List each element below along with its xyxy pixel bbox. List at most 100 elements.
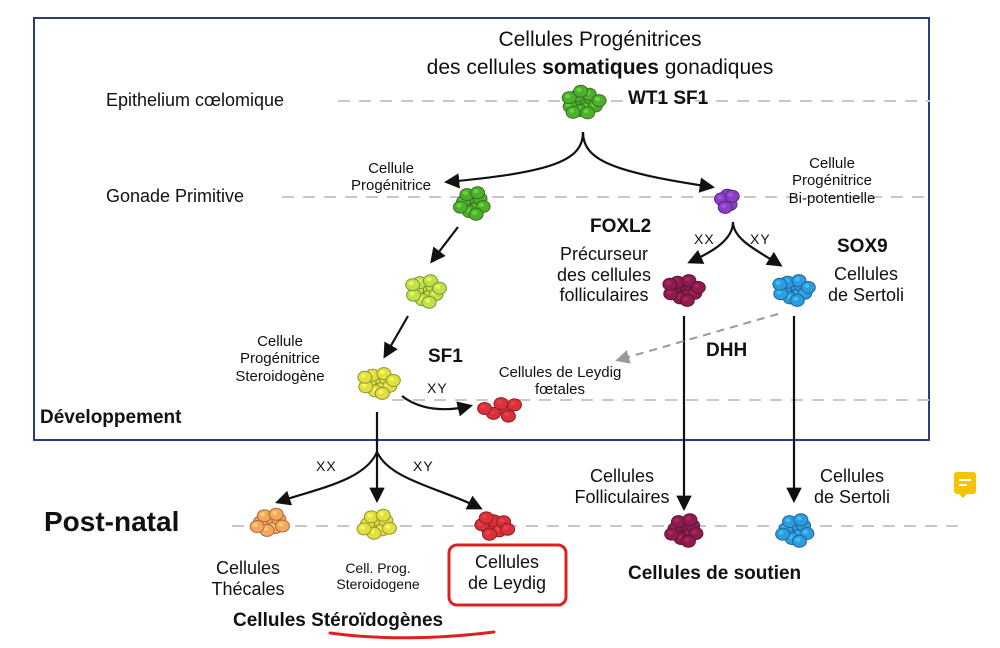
branch-xy-leydig: XY <box>427 380 448 396</box>
cell-highlight <box>361 383 367 388</box>
cell-highlight <box>480 405 486 409</box>
level-developpement: Développement <box>40 407 182 428</box>
cell-highlight <box>565 94 571 99</box>
cluster-green-light <box>405 274 447 309</box>
cell-highlight <box>503 525 509 530</box>
cell-highlight <box>367 513 373 518</box>
cell-highlight <box>694 284 700 288</box>
arrow-split-right <box>581 131 716 193</box>
cell-highlight <box>379 511 385 516</box>
cell-highlight <box>666 290 672 295</box>
gene-wt1-sf1: WT1 SF1 <box>628 88 709 109</box>
cell-highlight <box>462 191 468 196</box>
arrow-post-left <box>275 451 379 506</box>
cell-clusters <box>249 84 816 548</box>
cell-highlight <box>360 373 366 378</box>
cell-highlight <box>499 518 505 523</box>
cell-highlight <box>569 108 575 113</box>
cell-highlight <box>389 377 395 381</box>
header-line2-post: gonadiques <box>658 56 774 79</box>
header-line2-bold: somatiques <box>542 56 659 79</box>
cell-highlight <box>685 516 691 521</box>
branch-xx-post: XX <box>316 458 337 474</box>
steroidogenes-underline <box>328 630 496 640</box>
cell-highlight <box>802 530 808 534</box>
cell-highlight <box>510 401 516 406</box>
cluster-bipotentielle <box>714 188 740 214</box>
level-postnatal: Post-natal <box>44 506 180 537</box>
cell-highlight <box>253 523 259 527</box>
cell-highlight <box>426 277 432 282</box>
cluster-thecales <box>249 507 290 537</box>
cell-highlight <box>667 530 673 535</box>
cell-highlight <box>595 97 601 102</box>
header-line2-pre: des cellules <box>426 56 543 79</box>
cell-highlight <box>785 518 791 523</box>
cell-highlight <box>583 109 589 114</box>
cell-highlight <box>408 281 414 286</box>
arrow-post-right <box>376 451 483 510</box>
header-title-line2: des cellules somatiques gonadiques <box>427 56 774 80</box>
cell-highlight <box>435 284 441 289</box>
cluster-steroidogene <box>357 367 401 400</box>
cell-highlight <box>485 530 491 535</box>
cell-highlight <box>479 203 485 207</box>
gene-sf1: SF1 <box>428 346 463 367</box>
leydig-highlight-box <box>447 543 568 607</box>
cell-highlight <box>456 203 462 208</box>
cell-highlight <box>684 277 690 282</box>
cell-highlight <box>576 87 582 92</box>
cell-highlight <box>793 296 799 301</box>
development-box <box>33 17 930 441</box>
cell-highlight <box>684 537 690 542</box>
group-soutien: Cellules de soutien <box>628 563 802 584</box>
cell-highlight <box>495 527 501 532</box>
cluster-progenitrice <box>453 186 491 221</box>
arrow-steroido-leydig <box>401 395 473 417</box>
cell-highlight <box>472 210 478 215</box>
cell-highlight <box>804 284 810 288</box>
cluster-cell-prog <box>356 508 397 540</box>
cell-highlight <box>665 280 671 285</box>
cell-highlight <box>674 518 680 523</box>
group-steroidogenes: Cellules Stéroïdogènes <box>233 610 444 631</box>
cluster-leydig <box>474 511 516 541</box>
cluster-sertoli-post <box>775 513 815 548</box>
cell-highlight <box>796 516 802 521</box>
arrows <box>275 131 802 512</box>
level-gonade: Gonade Primitive <box>106 186 245 206</box>
cluster-precurseur <box>662 274 706 307</box>
cell-highlight <box>272 510 278 515</box>
level-epithelium: Epithelium cœlomique <box>106 90 285 110</box>
cell-highlight <box>385 524 391 529</box>
cluster-folliculaires <box>664 513 704 548</box>
cell-highlight <box>497 400 502 405</box>
cell-highlight <box>794 277 800 282</box>
header-title-line1: Cellules Progénitrices <box>498 28 702 51</box>
branch-xx-bipot: XX <box>694 231 715 247</box>
arrow-bipot-xy <box>731 221 783 267</box>
cell-highlight <box>721 203 727 208</box>
cell-highlight <box>379 370 385 375</box>
gene-foxl2: FOXL2 <box>590 216 652 237</box>
arrow-dhh-dashed <box>615 313 779 364</box>
cell-highlight <box>775 280 781 285</box>
branch-xy-post: XY <box>413 458 434 474</box>
arrow-green-to-steroido <box>383 315 409 359</box>
cell-highlight <box>795 537 801 542</box>
cell-highlight <box>778 530 784 535</box>
cell-highlight <box>728 192 734 197</box>
comment-note-icon[interactable] <box>954 472 976 498</box>
level-guides <box>232 100 960 527</box>
arrow-split-left <box>443 131 585 189</box>
cell-highlight <box>691 530 697 534</box>
cell-highlight <box>425 298 431 303</box>
